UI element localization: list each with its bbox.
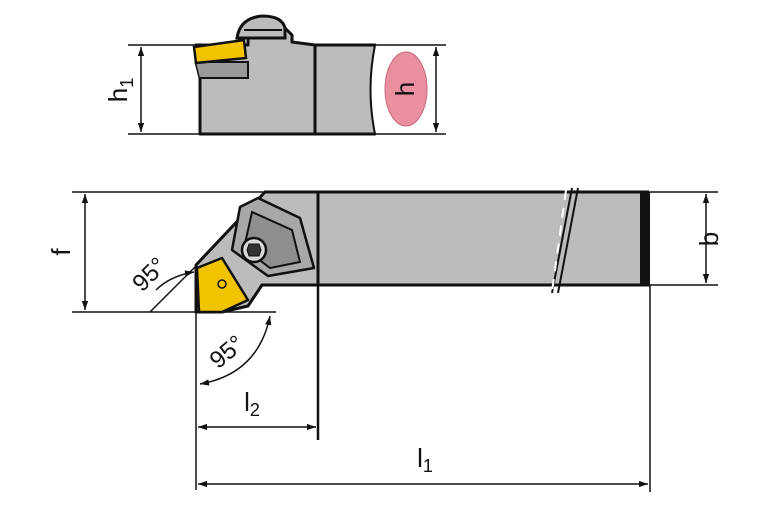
- b-label: b: [694, 232, 724, 246]
- h-label: h: [390, 82, 420, 96]
- angle-arc-top: [155, 270, 195, 291]
- h-highlight: [384, 51, 428, 127]
- plan-view: f b 95° 95° l2 l1: [46, 187, 724, 492]
- h1-label: h1: [103, 78, 137, 102]
- svg-text:h1: h1: [103, 78, 137, 102]
- shank-end: [640, 192, 650, 285]
- angle-label-top: 95°: [127, 252, 172, 297]
- l1-label: l1: [417, 443, 433, 476]
- clamp-top: [235, 14, 287, 40]
- f-label: f: [46, 248, 76, 256]
- end-view-insert: [192, 38, 248, 65]
- shank-break-right: [557, 187, 579, 294]
- shank-break-left: [551, 187, 573, 294]
- angle-label-bottom: 95°: [205, 330, 250, 374]
- end-view: h h1: [103, 14, 446, 136]
- angle-arc-bottom: [199, 315, 272, 386]
- end-view-body: [194, 23, 377, 136]
- shank: [316, 190, 650, 287]
- l2-label: l2: [244, 387, 260, 420]
